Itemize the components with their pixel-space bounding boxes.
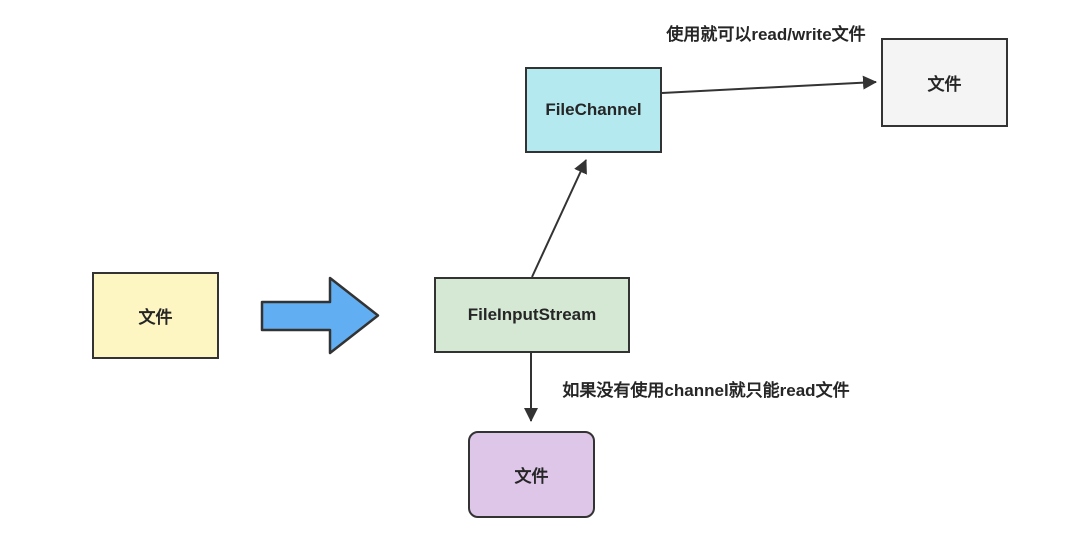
- node-stream-target-file: 文件: [468, 431, 595, 518]
- node-file-channel: FileChannel: [525, 67, 662, 153]
- node-stream-target-file-label: 文件: [514, 467, 549, 486]
- node-source-file: 文件: [92, 272, 219, 359]
- node-file-input-stream-label: FileInputStream: [467, 305, 597, 324]
- node-source-file-label: 文件: [138, 308, 173, 327]
- node-file-input-stream: FileInputStream: [434, 277, 630, 353]
- big-blue-arrow-icon: [260, 276, 380, 355]
- arrow-inputstream-to-filechannel: [531, 159, 587, 278]
- edge-label-channel-to-file: 使用就可以read/write文件: [666, 25, 866, 44]
- edge-label-stream-to-file: 如果没有使用channel就只能read文件: [562, 381, 850, 400]
- node-channel-target-file-label: 文件: [927, 75, 962, 94]
- node-channel-target-file: 文件: [881, 38, 1008, 127]
- node-file-channel-label: FileChannel: [545, 100, 642, 119]
- arrow-filechannel-to-file: [661, 75, 877, 94]
